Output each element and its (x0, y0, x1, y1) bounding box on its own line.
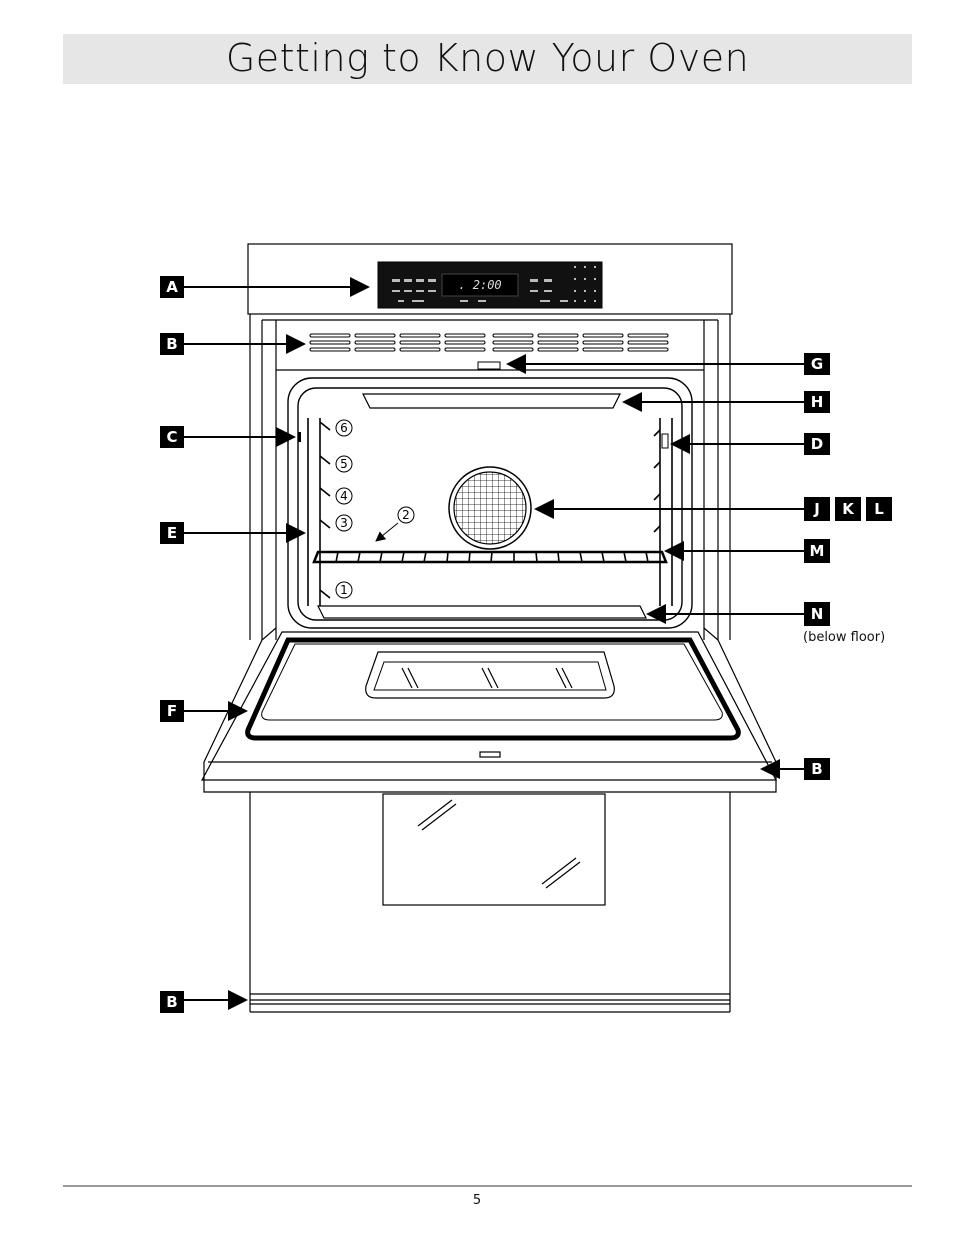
callout-n: N (646, 602, 830, 626)
below-floor-note: (below floor) (803, 630, 886, 645)
svg-text:H: H (811, 393, 824, 411)
oven-rack (312, 550, 668, 564)
page-title: Getting to Know Your Oven (225, 36, 750, 80)
svg-text:K: K (842, 500, 855, 518)
callout-b-door: B (760, 758, 830, 780)
rack-position-3: 3 (335, 514, 353, 532)
footer-rule (63, 1185, 912, 1187)
svg-text:C: C (166, 428, 177, 446)
callout-jkl: J K L (534, 497, 892, 521)
rack-position-4: 4 (335, 487, 353, 505)
svg-text:N: N (811, 605, 824, 623)
svg-text:J: J (813, 500, 820, 518)
svg-text:L: L (874, 500, 884, 518)
control-panel: . 2:00 (377, 261, 603, 309)
svg-text:B: B (166, 335, 177, 353)
callout-m: M (664, 539, 830, 563)
oven-door (200, 627, 777, 793)
svg-text:6: 6 (340, 421, 348, 435)
svg-text:M: M (810, 542, 825, 560)
title-bar: Getting to Know Your Oven (63, 34, 912, 84)
svg-text:1: 1 (340, 583, 348, 597)
page-number: 5 (472, 1193, 482, 1208)
convection-fan-cover (448, 466, 532, 550)
callout-g: G (506, 353, 830, 375)
callout-b-bottom: B (160, 990, 248, 1013)
callout-d: D (670, 433, 830, 455)
svg-text:B: B (166, 993, 177, 1011)
callout-b-top: B (160, 333, 306, 355)
svg-text:3: 3 (340, 516, 348, 530)
callout-c: C (160, 426, 296, 448)
svg-text:2: 2 (402, 508, 410, 522)
callout-a: A (160, 276, 370, 298)
rack-position-1: 1 (335, 581, 353, 599)
rack-position-5: 5 (335, 455, 353, 473)
svg-text:E: E (167, 524, 177, 542)
svg-text:B: B (811, 760, 822, 778)
door-latch (477, 361, 501, 370)
svg-text:5: 5 (340, 457, 348, 471)
display-time: . 2:00 (458, 278, 501, 292)
side-bracket (298, 432, 301, 442)
top-vents (309, 333, 669, 352)
callout-h: H (622, 391, 830, 413)
callout-e: E (160, 522, 306, 544)
oven-body (247, 243, 733, 640)
svg-text:D: D (811, 435, 823, 453)
rack-position-6: 6 (335, 419, 353, 437)
svg-text:G: G (811, 355, 823, 373)
lower-panel (249, 792, 731, 1013)
svg-text:F: F (167, 702, 177, 720)
svg-text:4: 4 (340, 489, 348, 503)
svg-text:A: A (166, 278, 178, 296)
callout-f: F (160, 700, 248, 722)
rack-position-2: 2 (375, 506, 415, 542)
